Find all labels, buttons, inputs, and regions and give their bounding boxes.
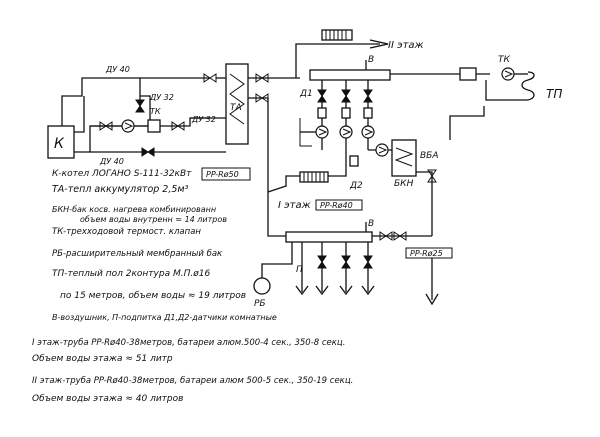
note-line-1: I этаж-труба PP-Rø40-38метров, батареи а… — [32, 338, 345, 348]
dy32-b-label: ДУ 32 — [191, 115, 216, 124]
heat-accumulator-label: ТА — [230, 103, 242, 113]
heat-accumulator-box — [225, 63, 249, 145]
valve-lower-drop-2 — [341, 255, 351, 269]
tk-top-label: ТК — [150, 107, 161, 116]
valve-lower-drop-3 — [363, 255, 373, 269]
legend-line-2: ТА-тепл аккумулятор 2,5м³ — [52, 184, 189, 195]
legend-line-8: по 15 метров, объем воды ≈ 19 литров — [60, 291, 246, 301]
note-line-3: II этаж-труба PP-Rø40-38метров, батареи … — [32, 376, 353, 386]
lower-manifold — [285, 231, 373, 243]
legend-line-1: К-котел ЛОГАНО S-111-32кВт — [52, 169, 192, 179]
valve-bottom — [141, 147, 155, 157]
pump-3 — [361, 125, 375, 139]
boiler-box — [47, 125, 75, 159]
pipe-tag-3: PP-Rø25 — [410, 249, 443, 258]
dy32-a-label: ДУ 32 — [149, 93, 174, 102]
p-label: П — [296, 265, 303, 275]
boiler-bkn-box — [391, 139, 417, 177]
note-line-2: Объем воды этажа ≈ 51 литр — [32, 354, 173, 364]
legend-line-6: РБ-расширительный мембранный бак — [52, 249, 223, 259]
floor-heating-label: ТП — [546, 87, 562, 101]
pipe-tag-1: PP-Rø50 — [206, 170, 239, 179]
radiator-floor1 — [299, 171, 329, 183]
d1-label: Д1 — [299, 89, 313, 99]
legend-line-4: объем воды внутренн ≈ 14 литров — [80, 215, 227, 224]
legend-line-3: БКН-бак косв. нагрева комбинированн — [52, 205, 216, 214]
b-top-label: В — [368, 55, 374, 65]
radiator-top — [321, 29, 353, 41]
valve-drop-1 — [317, 89, 327, 103]
legend-line-9: В-воздушник, П-подпитка Д1,Д2-датчики ко… — [52, 313, 277, 322]
valve-lower-drop-1 — [317, 255, 327, 269]
valve-mix-top — [135, 99, 145, 113]
legend-line-7: ТП-теплый пол 2контура М.П.ø16 — [52, 269, 210, 279]
pump-2 — [339, 125, 353, 139]
d2-label: Д2 — [349, 181, 363, 191]
boiler-bkn-label: БКН — [394, 179, 414, 189]
note-line-4: Объем воды этажа ≈ 40 литров — [32, 394, 183, 404]
legend-line-5: ТК-трехходовой термост. клапан — [52, 227, 201, 237]
tk-box-left — [147, 119, 161, 133]
pipe-tag-2: PP-Rø40 — [320, 201, 353, 210]
valve-drop-2 — [341, 89, 351, 103]
pump-tp — [501, 67, 515, 81]
dy40-bot-label: ДУ 40 — [99, 157, 124, 166]
pump-bkn — [375, 143, 389, 157]
floor1-label: I этаж — [278, 200, 311, 211]
rb-label: РБ — [254, 299, 266, 309]
pump-boiler — [121, 119, 135, 133]
b-acc-label: ВБА — [420, 151, 439, 161]
upper-manifold — [309, 69, 391, 81]
b-mid-label: В — [368, 219, 374, 229]
floor2-label: II этаж — [388, 40, 424, 51]
dy40-top-label: ДУ 40 — [105, 65, 130, 74]
valve-drop-3 — [363, 89, 373, 103]
tk-box-right — [459, 67, 477, 81]
boiler-label: К — [54, 136, 65, 152]
expansion-tank — [253, 277, 271, 295]
tk-right-label: ТК — [498, 55, 510, 65]
pump-1 — [315, 125, 329, 139]
